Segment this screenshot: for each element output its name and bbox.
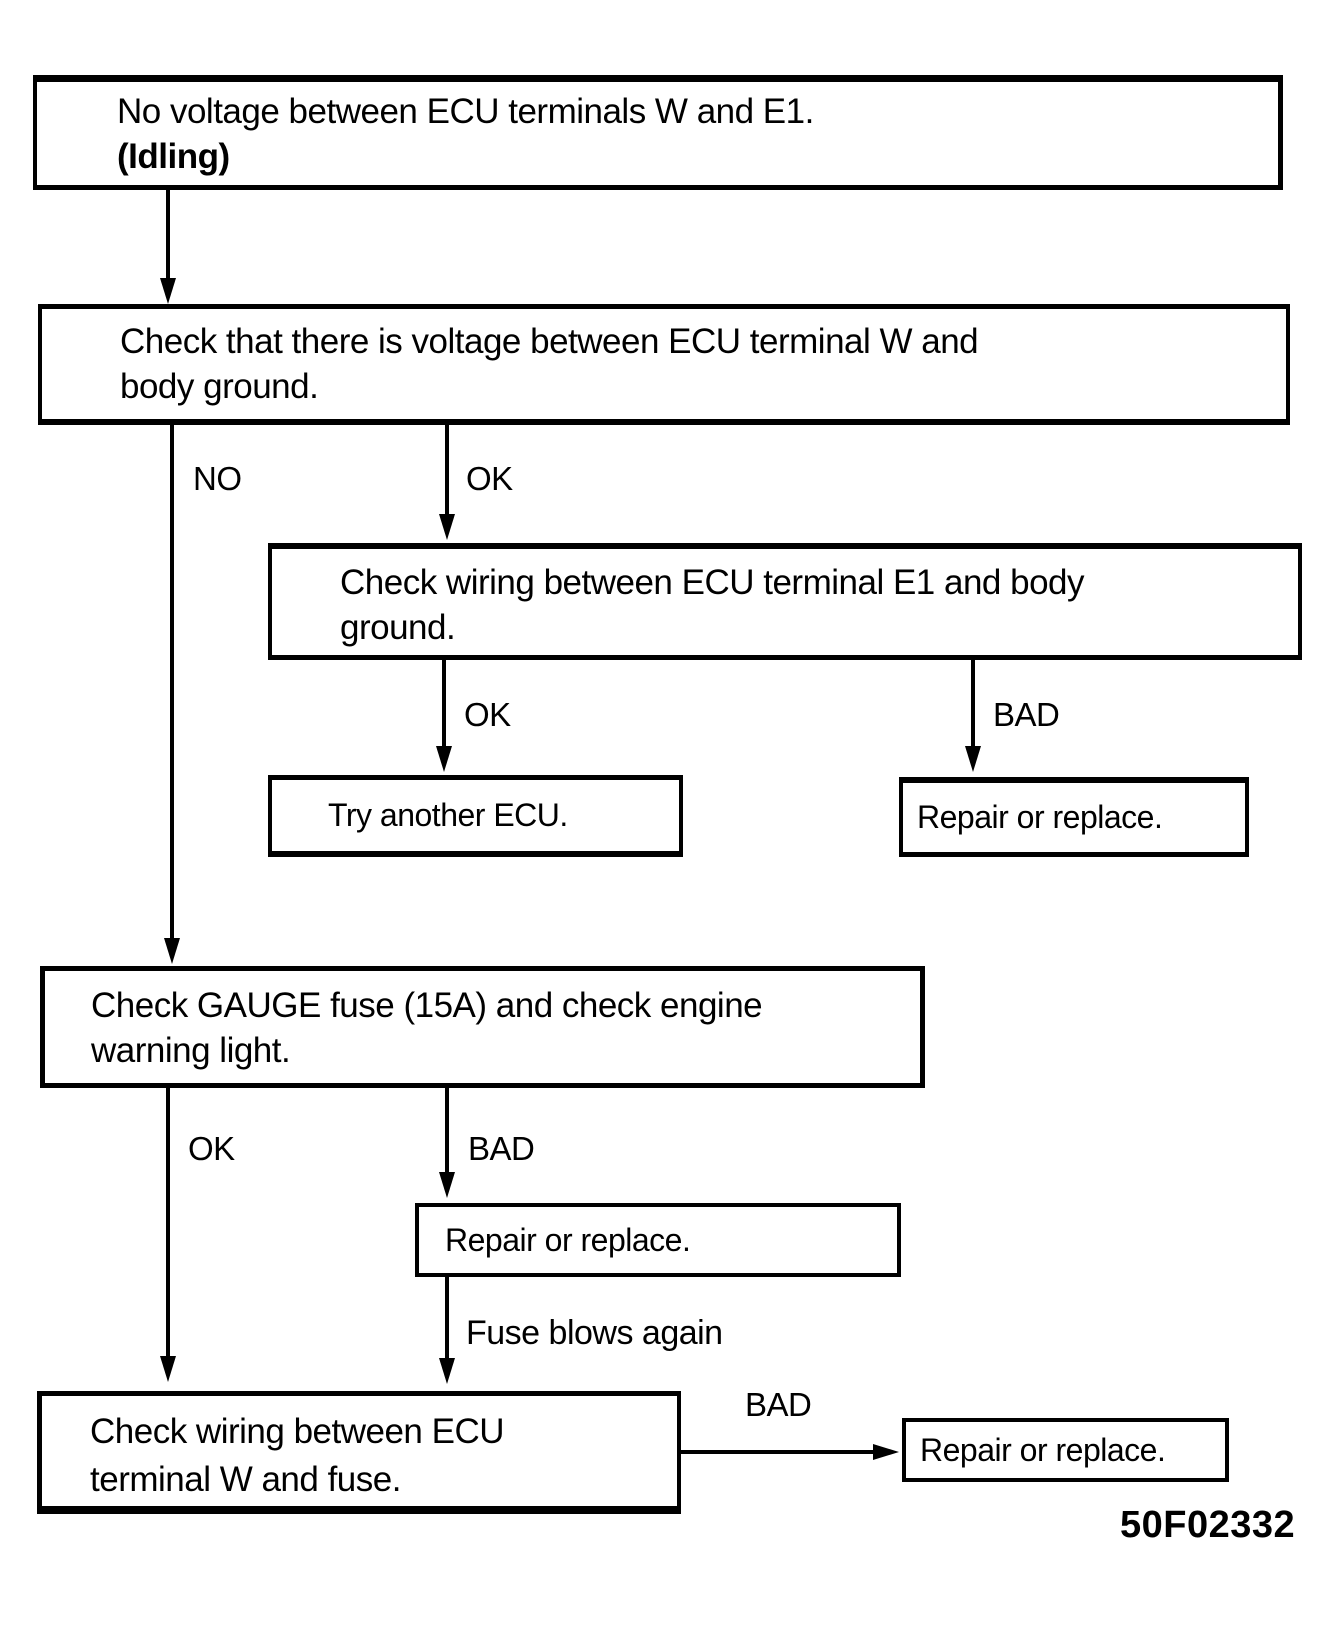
- arrowhead-down-icon: [160, 1356, 176, 1382]
- connector-bad-to-repair-2: [445, 1088, 449, 1172]
- node-no-voltage-line2: (Idling): [117, 137, 230, 176]
- figure-code: 50F02332: [1120, 1504, 1296, 1546]
- node-repair-or-replace-1-text: Repair or replace.: [917, 799, 1163, 835]
- label-ok: OK: [464, 696, 511, 733]
- connector-fuse-blows-again: [445, 1277, 449, 1358]
- label-fuse-blows-again: Fuse blows again: [466, 1314, 723, 1352]
- connector-no-branch: [170, 425, 174, 938]
- connector-bad-to-repair-3: [681, 1450, 873, 1454]
- node-repair-or-replace-3: Repair or replace.: [902, 1418, 1229, 1482]
- arrowhead-down-icon: [439, 514, 455, 540]
- connector-ok-to-check-wiring-w: [166, 1088, 170, 1356]
- node-check-voltage-line1: Check that there is voltage between ECU …: [120, 322, 979, 361]
- label-ok: OK: [466, 460, 513, 497]
- node-no-voltage: No voltage between ECU terminals W and E…: [33, 75, 1283, 190]
- node-repair-or-replace-2-text: Repair or replace.: [445, 1221, 691, 1258]
- node-check-voltage-line2: body ground.: [120, 367, 319, 406]
- label-no: NO: [193, 460, 242, 497]
- node-no-voltage-line1: No voltage between ECU terminals W and E…: [117, 92, 814, 131]
- node-check-wiring-w-line2: terminal W and fuse.: [90, 1460, 401, 1499]
- connector-ok-to-try-ecu: [442, 660, 446, 746]
- node-check-wiring-e1-ground: Check wiring between ECU terminal E1 and…: [268, 543, 1302, 660]
- arrowhead-down-icon: [160, 278, 176, 304]
- arrowhead-down-icon: [965, 746, 981, 772]
- arrowhead-down-icon: [436, 746, 452, 772]
- node-check-wiring-e1-line2: ground.: [340, 608, 456, 647]
- arrowhead-right-icon: [873, 1444, 899, 1460]
- node-repair-or-replace-2: Repair or replace.: [415, 1203, 901, 1277]
- node-check-wiring-w-line1: Check wiring between ECU: [90, 1412, 505, 1451]
- label-bad: BAD: [468, 1130, 535, 1167]
- node-repair-or-replace-3-text: Repair or replace.: [920, 1431, 1166, 1468]
- label-bad: BAD: [745, 1386, 812, 1423]
- arrowhead-down-icon: [439, 1358, 455, 1384]
- node-repair-or-replace-1: Repair or replace.: [899, 777, 1249, 857]
- connector-bad-to-repair-1: [971, 660, 975, 746]
- node-check-voltage-w-ground: Check that there is voltage between ECU …: [38, 304, 1290, 425]
- arrowhead-down-icon: [439, 1172, 455, 1198]
- arrowhead-down-icon: [164, 938, 180, 964]
- connector-start-to-check-voltage: [166, 190, 170, 280]
- label-bad: BAD: [993, 696, 1060, 733]
- node-check-gauge-fuse-line1: Check GAUGE fuse (15A) and check engine: [91, 986, 763, 1025]
- node-check-wiring-e1-line1: Check wiring between ECU terminal E1 and…: [340, 563, 1085, 602]
- node-check-gauge-fuse-line2: warning light.: [91, 1031, 291, 1070]
- label-ok: OK: [188, 1130, 235, 1167]
- node-check-gauge-fuse: Check GAUGE fuse (15A) and check engine …: [40, 966, 925, 1088]
- node-try-another-ecu-text: Try another ECU.: [328, 797, 568, 833]
- node-try-another-ecu: Try another ECU.: [268, 775, 683, 857]
- connector-ok-branch: [445, 425, 449, 514]
- node-check-wiring-w-fuse: Check wiring between ECU terminal W and …: [37, 1391, 681, 1514]
